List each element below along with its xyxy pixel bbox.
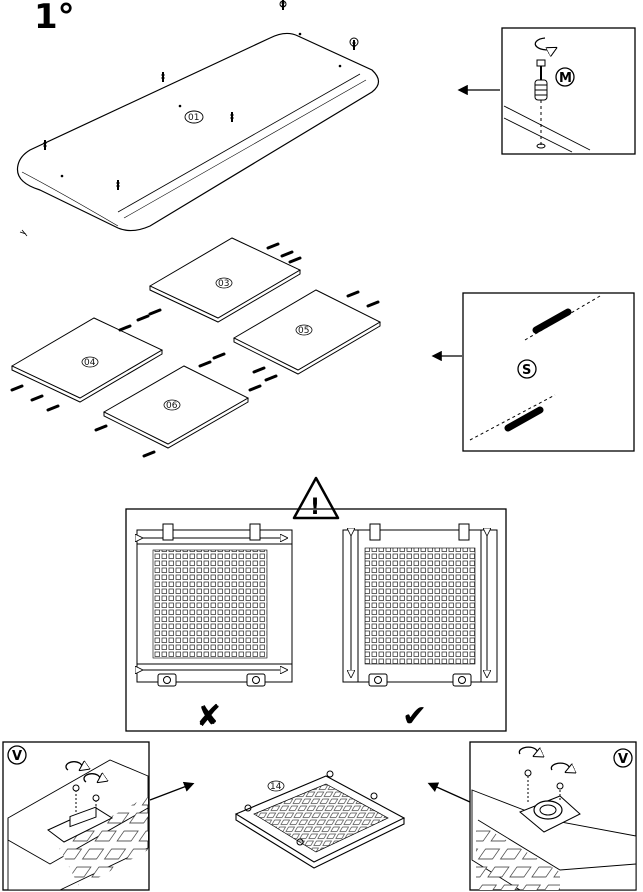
hinge-icon [458, 523, 470, 541]
step-number: 1° [34, 0, 75, 37]
rotate-arrow-icon [550, 762, 569, 772]
cam-bolt-icon [534, 59, 548, 145]
fitting-v-letter: V [618, 752, 628, 767]
correct-orientation: ✔ [342, 523, 498, 734]
fitting-s-letter: S [522, 363, 531, 378]
warning-icon: ! [292, 476, 340, 520]
rotate-arrow-icon [83, 774, 100, 782]
hinge-icon [452, 673, 472, 687]
hinge-icon [246, 673, 266, 687]
door-panel-14: 14 [234, 770, 406, 869]
dowel-icon [532, 308, 572, 334]
callout-s: S [431, 292, 635, 452]
callout-v-left: V [2, 741, 150, 891]
fitting-v-badge [613, 748, 633, 768]
correct-mark-icon: ✔ [402, 699, 427, 734]
dowel-icon [504, 406, 544, 432]
part-label-01: 01 [188, 113, 199, 123]
part-label-05: 05 [298, 326, 309, 336]
rotate-arrow-icon [518, 746, 537, 756]
rotate-arrow-icon [65, 762, 82, 770]
rotate-arrow-icon [534, 37, 556, 50]
wrong-mark-icon: ✘ [196, 699, 221, 734]
hinge-icon [368, 673, 388, 687]
warning-symbol: ! [310, 495, 320, 520]
screw-icon [92, 794, 100, 802]
part-label-06: 06 [166, 401, 178, 411]
orientation-box [125, 508, 507, 732]
fitting-v-letter: V [12, 749, 22, 764]
callout-m: M [457, 27, 636, 155]
fitting-s-badge [517, 359, 537, 379]
panel-05: 05 [232, 289, 382, 382]
hinge-icon [157, 673, 177, 687]
hinge-icon [369, 523, 381, 541]
hinge-icon [162, 523, 174, 541]
wrong-orientation: ✘ [137, 523, 293, 734]
fitting-m-badge [555, 67, 575, 87]
panel-03: 03 [148, 237, 302, 323]
screw-icon [556, 782, 564, 790]
fitting-m-letter: M [559, 71, 572, 86]
part-label-04: 04 [84, 358, 96, 368]
fitting-v-badge [7, 745, 27, 765]
hinge-icon [249, 523, 261, 541]
callout-v-right: V [469, 741, 637, 891]
screw-icon [524, 769, 532, 777]
part-label-03: 03 [218, 279, 229, 289]
top-panel-01: 01 [16, 0, 380, 232]
panel-06: 06 [94, 352, 262, 458]
panel-04: 04 [10, 308, 164, 412]
screw-icon [72, 784, 80, 792]
part-label-14: 14 [270, 782, 282, 792]
small-screw-icon [19, 229, 28, 237]
